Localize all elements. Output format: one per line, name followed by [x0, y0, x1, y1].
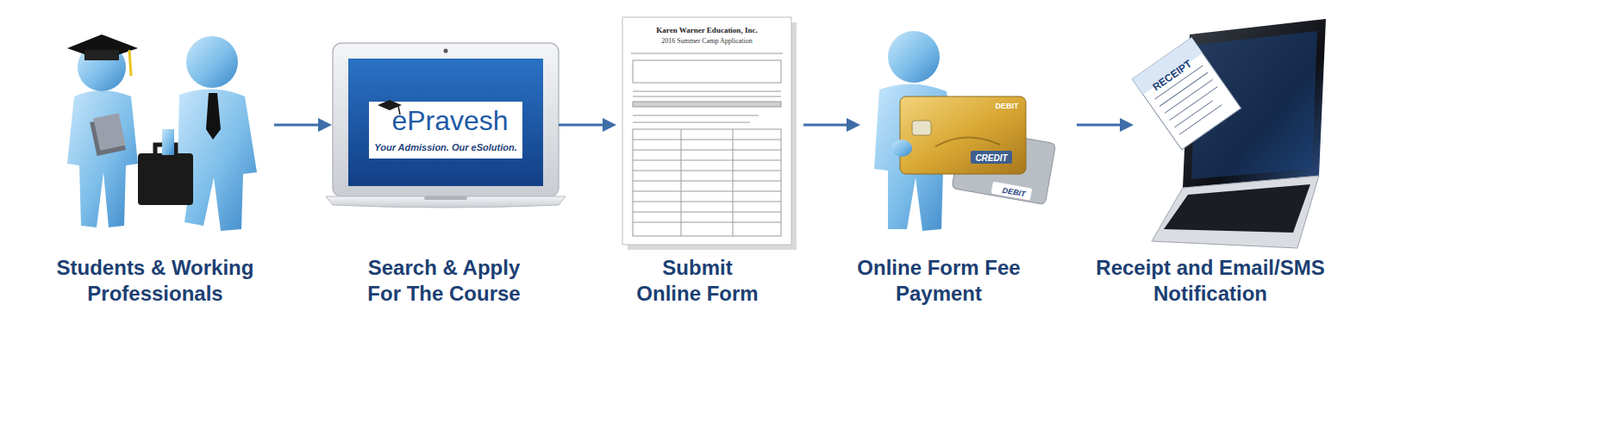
flow-arrow [274, 118, 332, 132]
arrow-head [602, 118, 617, 132]
application-form [622, 17, 797, 250]
illustration-text: DEBIT [995, 102, 1019, 112]
arrow-line [274, 124, 320, 127]
step-caption: Online Form Fee Payment [837, 255, 1041, 307]
step-label: Students & Working Professionals [25, 255, 285, 307]
arrow-line [803, 124, 849, 127]
laptop-with-receipt [1131, 18, 1326, 249]
process-step: Receipt and Email/SMS Notification [1137, 17, 1325, 250]
payment-figure [874, 31, 1057, 232]
process-step: Online Form Fee Payment [864, 17, 1072, 250]
people-figures [67, 34, 257, 232]
step-caption: Receipt and Email/SMS Notification [1085, 255, 1336, 307]
step-label: Submit Online Form [628, 255, 767, 307]
illustration-text: RECEIPT [1150, 58, 1194, 94]
illustration-text: ePravesh [391, 106, 508, 137]
illustration-text: CREDIT [975, 153, 1007, 163]
step-caption: Students & Working Professionals [25, 255, 285, 307]
illustration-text: Karen Warner Education, Inc. [656, 26, 757, 36]
flow-arrow [558, 118, 617, 132]
illustration-text: DEBIT [1001, 187, 1026, 200]
process-step: Students & Working Professionals [51, 17, 269, 250]
step-caption: Submit Online Form [628, 255, 767, 307]
step-label: Online Form Fee Payment [837, 255, 1041, 307]
process-step: Submit Online Form [620, 17, 799, 250]
step-label: Receipt and Email/SMS Notification [1085, 255, 1336, 307]
step-caption: Search & Apply For The Course [353, 255, 535, 307]
illustration-text: 2016 Summer Camp Application [661, 37, 753, 46]
arrow-head [318, 118, 332, 132]
arrow-head [846, 118, 861, 132]
laptop-with-logo [325, 43, 566, 208]
arrow-head [1119, 118, 1134, 132]
flow-arrow [1076, 118, 1134, 132]
arrow-line [558, 124, 605, 127]
step-label: Search & Apply For The Course [353, 255, 535, 307]
arrow-line [1076, 124, 1122, 127]
illustration-text: Your Admission. Our eSolution. [374, 142, 517, 153]
flow-arrow [803, 118, 861, 132]
